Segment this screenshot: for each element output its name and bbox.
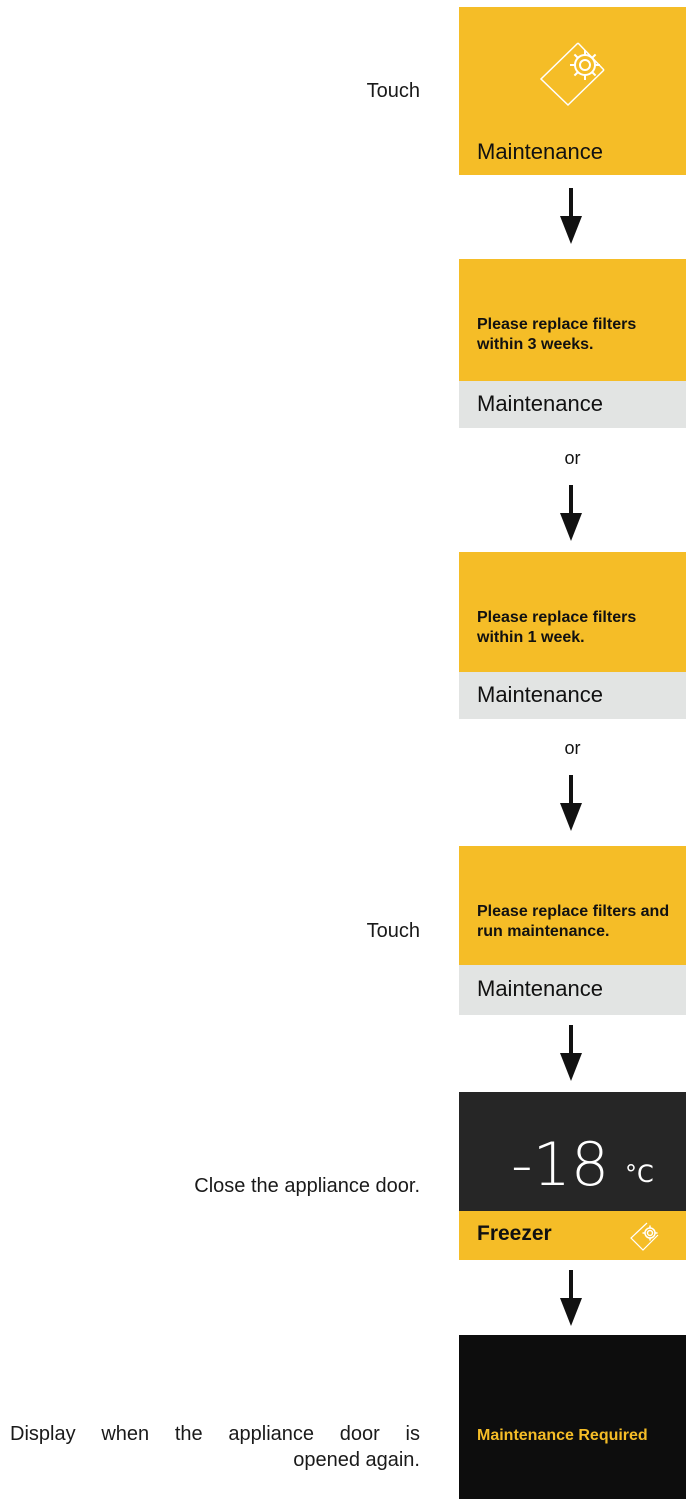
message-line-2: within 1 week. [477,629,585,646]
maintenance-button[interactable]: Maintenance [459,7,686,175]
maintenance-label: Maintenance [477,682,603,707]
message-line-2: run maintenance. [477,923,610,940]
message-line-1: Please replace filters and [477,903,670,920]
filter-replace-run-maintenance-panel: Please replace filters and run maintenan… [459,846,686,965]
message-line-2: within 3 weeks. [477,336,594,353]
freezer-label: Freezer [477,1222,552,1245]
filter-warning-3-weeks-panel: Please replace filters within 3 weeks. [459,259,686,381]
freezer-bar[interactable]: Freezer [459,1211,686,1260]
message-line-1: Please replace filters [477,609,637,626]
maintenance-bar-3[interactable]: Maintenance [459,672,686,719]
maintenance-bar-4[interactable]: Maintenance [459,965,686,1015]
instruction-touch-1: Touch [366,80,420,102]
instruction-line-1: Display when the appliance door is [10,1423,420,1445]
instruction-line-2: opened again. [293,1449,420,1471]
maintenance-required-message: Maintenance Required [477,1427,648,1444]
down-arrow-icon [560,775,582,831]
maintenance-label: Maintenance [477,976,603,1001]
down-arrow-icon [560,485,582,541]
maintenance-bar-2[interactable]: Maintenance [459,381,686,428]
instruction-touch-2: Touch [366,920,420,942]
temperature-unit: °C [625,1160,654,1188]
filter-warning-1-week-panel: Please replace filters within 1 week. [459,552,686,672]
instruction-close-door: Close the appliance door. [194,1175,420,1197]
message-line-1: Please replace filters [477,316,637,333]
maintenance-label: Maintenance [477,391,603,416]
or-connector-2: or [564,738,581,758]
maintenance-gear-icon [538,37,608,112]
down-arrow-icon [560,1025,582,1081]
maintenance-label: Maintenance [477,139,603,164]
or-connector-1: or [564,448,581,468]
temperature-value: -18 [511,1130,609,1200]
maintenance-required-display: Maintenance Required [459,1335,686,1499]
instruction-display-reopen: Display when the appliance door is opene… [10,1421,420,1473]
maintenance-gear-icon [629,1220,661,1257]
freezer-temperature-display: -18 °C [459,1092,686,1211]
down-arrow-icon [560,1270,582,1326]
down-arrow-icon [560,188,582,244]
